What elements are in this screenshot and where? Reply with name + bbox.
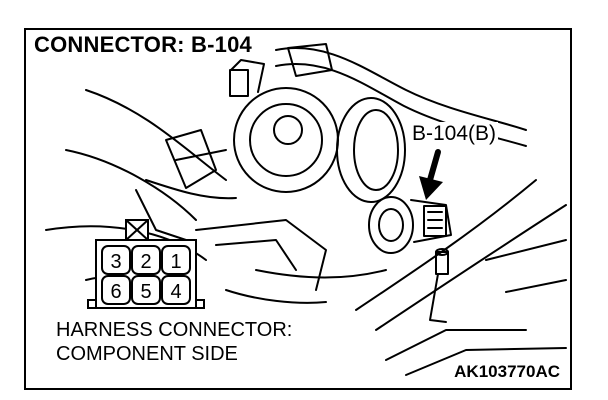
pin-2-label: 2 xyxy=(140,251,151,273)
callout-arrow-icon xyxy=(419,149,443,200)
pin-cell-2 xyxy=(131,245,161,275)
pin-cell-5 xyxy=(131,275,161,305)
diagram-title: CONNECTOR: B-104 xyxy=(32,32,254,58)
caption-line-1: HARNESS CONNECTOR: xyxy=(54,318,295,342)
caption-line-2: COMPONENT SIDE xyxy=(54,342,240,366)
pin-cell-3 xyxy=(101,245,131,275)
pin-3-label: 3 xyxy=(110,251,121,273)
callout-label: B-104(B) xyxy=(410,122,499,146)
pin-4-label: 4 xyxy=(170,281,181,303)
pin-6-label: 6 xyxy=(110,281,121,303)
engine-illustration xyxy=(45,43,567,376)
pin-1-label: 1 xyxy=(170,251,181,273)
pin-cell-4 xyxy=(161,275,191,305)
pin-cell-1 xyxy=(161,245,191,275)
pin-cell-6 xyxy=(101,275,131,305)
figure-code: AK103770AC xyxy=(452,362,562,382)
connector-pin-diagram: 3 2 1 6 5 4 xyxy=(87,219,205,309)
pin-5-label: 5 xyxy=(140,281,151,303)
diagram-frame: 3 2 1 6 5 4 CONNECTOR: B-104 B-104(B) HA… xyxy=(24,28,572,390)
